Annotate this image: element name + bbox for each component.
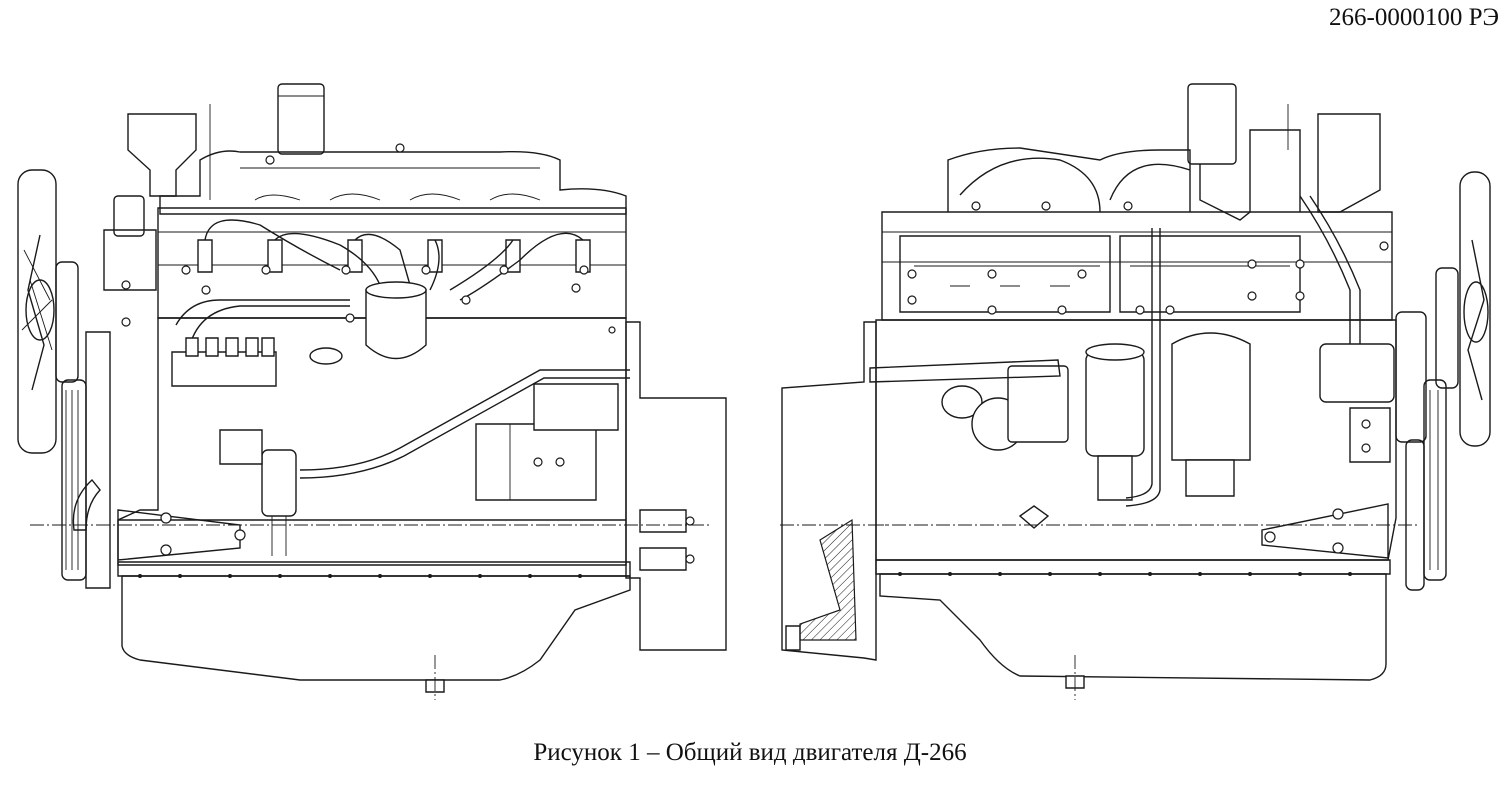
cylinder-head-left — [158, 151, 626, 318]
crankshaft-pulley-right — [1396, 268, 1458, 590]
figure-caption: Рисунок 1 – Общий вид двигателя Д-266 — [533, 739, 967, 766]
document-code: 266-0000100 РЭ — [1329, 4, 1499, 31]
cylinder-head-right — [882, 148, 1392, 320]
oil-pan-left — [122, 576, 630, 700]
pan-bolts-right — [898, 572, 1352, 576]
fuel-filter-left — [366, 282, 426, 359]
turbocharger-left — [128, 84, 324, 200]
pan-bolts-left — [138, 574, 582, 578]
crankshaft-pulley-left — [56, 262, 110, 588]
cylinder-block-left — [30, 318, 710, 576]
head-bolts-left — [182, 144, 615, 333]
oil-centrifuge-right — [1172, 333, 1250, 496]
engine-general-view-drawing — [0, 0, 1500, 730]
fan-blade-left — [18, 170, 56, 453]
flywheel-housing-right — [780, 322, 890, 660]
starter-motor-left — [476, 384, 618, 500]
fuel-injection-pump-left — [172, 338, 276, 386]
oil-filter-right — [1086, 344, 1144, 500]
turbocharger-right — [1188, 84, 1380, 220]
fuel-pump-right — [870, 360, 1068, 450]
water-pump-right — [1320, 344, 1394, 462]
exhaust-manifold-right — [900, 236, 1300, 312]
fan-blade-right — [1460, 172, 1490, 446]
engine-right-side-view — [780, 84, 1490, 700]
flywheel-housing-left — [626, 322, 726, 650]
oil-pan-right — [880, 574, 1386, 700]
head-bolts-right — [908, 202, 1388, 314]
engine-left-side-view — [18, 84, 726, 700]
